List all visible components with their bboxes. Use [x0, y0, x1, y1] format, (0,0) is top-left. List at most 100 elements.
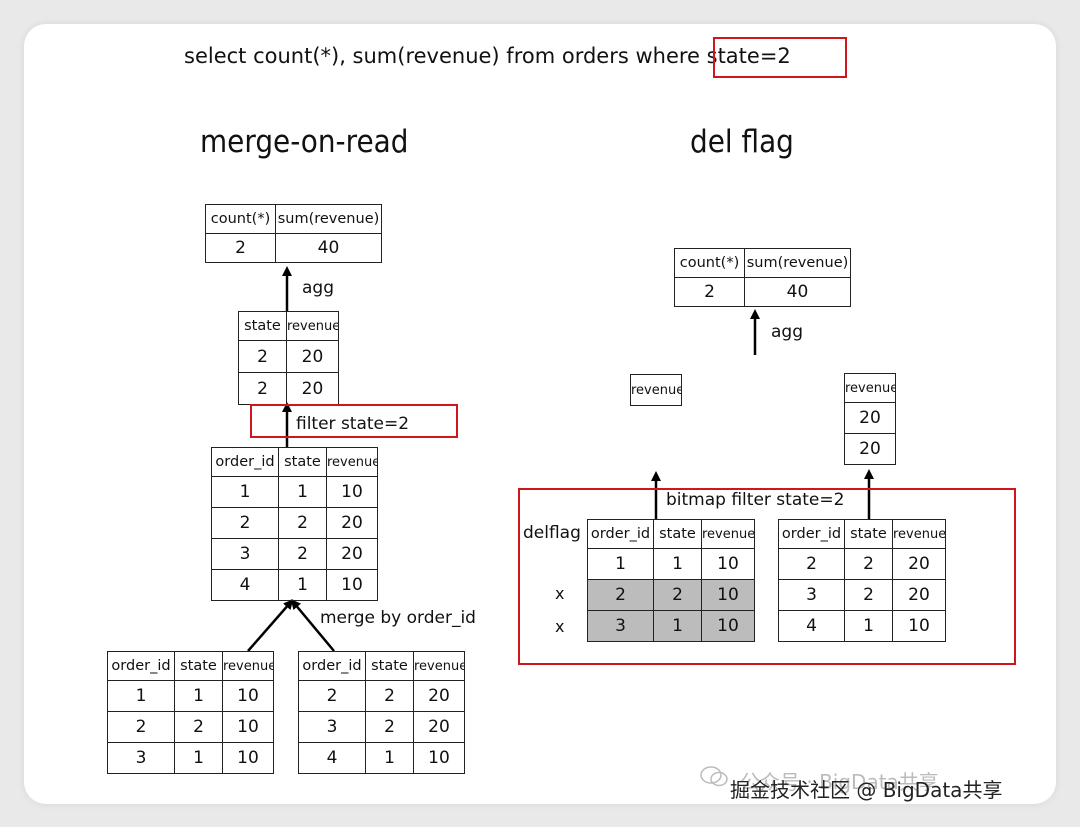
table-cell: 20 [892, 579, 946, 611]
table-cell: 10 [701, 548, 755, 580]
table-cell: 10 [326, 476, 378, 508]
table-header: state [365, 651, 414, 681]
table-cell: 2 [365, 711, 414, 743]
arrow-merge-b [290, 599, 335, 652]
table-cell: 2 [844, 579, 893, 611]
table-cell: 10 [413, 742, 465, 774]
bitmap-filter-label: bitmap filter state=2 [666, 490, 845, 510]
table-cell: 1 [174, 742, 223, 774]
table-cell: 2 [844, 548, 893, 580]
table-cell: 1 [107, 680, 175, 712]
deleted-cell: 10 [701, 579, 755, 611]
table-header: order_id [211, 447, 279, 477]
table-cell: 10 [222, 711, 274, 743]
table-cell: 3 [107, 742, 175, 774]
table-cell: 2 [298, 680, 366, 712]
table-header: revenue [630, 374, 682, 406]
table-cell: 40 [275, 233, 382, 263]
source-b-table: order_id state revenue 2 2 20 3 2 20 4 1… [298, 651, 465, 774]
table-cell: 2 [174, 711, 223, 743]
table-header: revenue [286, 311, 339, 341]
filter-label: filter state=2 [296, 414, 410, 434]
table-header: state [653, 519, 702, 549]
delflag-table-a: order_id state revenue 1 1 10 2 2 10 3 1… [587, 519, 755, 642]
table-header: count(*) [205, 204, 276, 234]
table-cell: 1 [174, 680, 223, 712]
table-header: count(*) [674, 248, 745, 278]
merge-label: merge by order_id [320, 608, 476, 628]
table-cell: 20 [286, 340, 339, 373]
right-empty-result-table: revenue [630, 374, 682, 406]
delflag-table-b: order_id state revenue 2 2 20 3 2 20 4 1… [778, 519, 946, 642]
table-cell: 2 [107, 711, 175, 743]
table-header: state [174, 651, 223, 681]
table-cell: 1 [365, 742, 414, 774]
filter-highlight-box [250, 404, 458, 438]
table-cell: 2 [238, 372, 287, 405]
table-cell: 20 [286, 372, 339, 405]
table-cell: 20 [892, 548, 946, 580]
table-cell: 1 [211, 476, 279, 508]
table-header: revenue [701, 519, 755, 549]
query-text: select count(*), sum(revenue) from order… [184, 44, 791, 68]
table-cell: 3 [298, 711, 366, 743]
source-a-table: order_id state revenue 1 1 10 2 2 10 3 1… [107, 651, 274, 774]
table-cell: 20 [326, 507, 378, 539]
table-header: state [238, 311, 287, 341]
table-cell: 10 [222, 680, 274, 712]
watermark-faint: 公众号 · BigData共享 [740, 770, 939, 794]
table-cell: 1 [587, 548, 654, 580]
wechat-icon [700, 766, 728, 788]
delete-mark-row-3: x [555, 617, 565, 636]
table-cell: 20 [844, 433, 896, 465]
table-cell: 2 [205, 233, 276, 263]
table-header: state [844, 519, 893, 549]
right-agg-result-table: count(*) sum(revenue) 2 40 [674, 248, 851, 307]
table-cell: 3 [211, 538, 279, 570]
table-cell: 10 [222, 742, 274, 774]
deleted-cell: 10 [701, 610, 755, 642]
table-cell: 2 [278, 507, 327, 539]
table-header: order_id [298, 651, 366, 681]
table-header: sum(revenue) [744, 248, 851, 278]
table-header: revenue [413, 651, 465, 681]
table-cell: 40 [744, 277, 851, 307]
agg-result-table: count(*) sum(revenue) 2 40 [205, 204, 382, 263]
table-cell: 1 [278, 569, 327, 601]
table-cell: 2 [674, 277, 745, 307]
table-cell: 10 [892, 610, 946, 642]
deleted-cell: 3 [587, 610, 654, 642]
table-cell: 2 [211, 507, 279, 539]
table-cell: 1 [278, 476, 327, 508]
deleted-cell: 1 [653, 610, 702, 642]
table-header: sum(revenue) [275, 204, 382, 234]
deleted-cell: 2 [587, 579, 654, 611]
filtered-table: state revenue 2 20 2 20 [238, 311, 339, 405]
table-cell: 20 [326, 538, 378, 570]
table-cell: 1 [653, 548, 702, 580]
table-header: order_id [107, 651, 175, 681]
table-cell: 2 [365, 680, 414, 712]
right-agg-label: agg [771, 322, 803, 342]
heading-merge-on-read: merge-on-read [200, 124, 409, 160]
table-header: revenue [326, 447, 378, 477]
table-header: order_id [587, 519, 654, 549]
table-cell: 10 [326, 569, 378, 601]
delflag-label: delflag [523, 523, 581, 543]
table-header: revenue [892, 519, 946, 549]
table-header: order_id [778, 519, 845, 549]
query-highlight-box [713, 37, 847, 78]
bitmap-filter-box [518, 488, 1016, 665]
table-cell: 4 [211, 569, 279, 601]
table-cell: 20 [844, 402, 896, 434]
table-header: state [278, 447, 327, 477]
table-cell: 20 [413, 711, 465, 743]
table-cell: 4 [298, 742, 366, 774]
heading-del-flag: del flag [690, 124, 794, 160]
delete-mark-row-2: x [555, 584, 565, 603]
table-cell: 3 [778, 579, 845, 611]
watermark-text: 掘金技术社区 @ BigData共享 [730, 778, 1003, 802]
table-cell: 1 [844, 610, 893, 642]
merged-table: order_id state revenue 1 1 10 2 2 20 3 2… [211, 447, 378, 601]
